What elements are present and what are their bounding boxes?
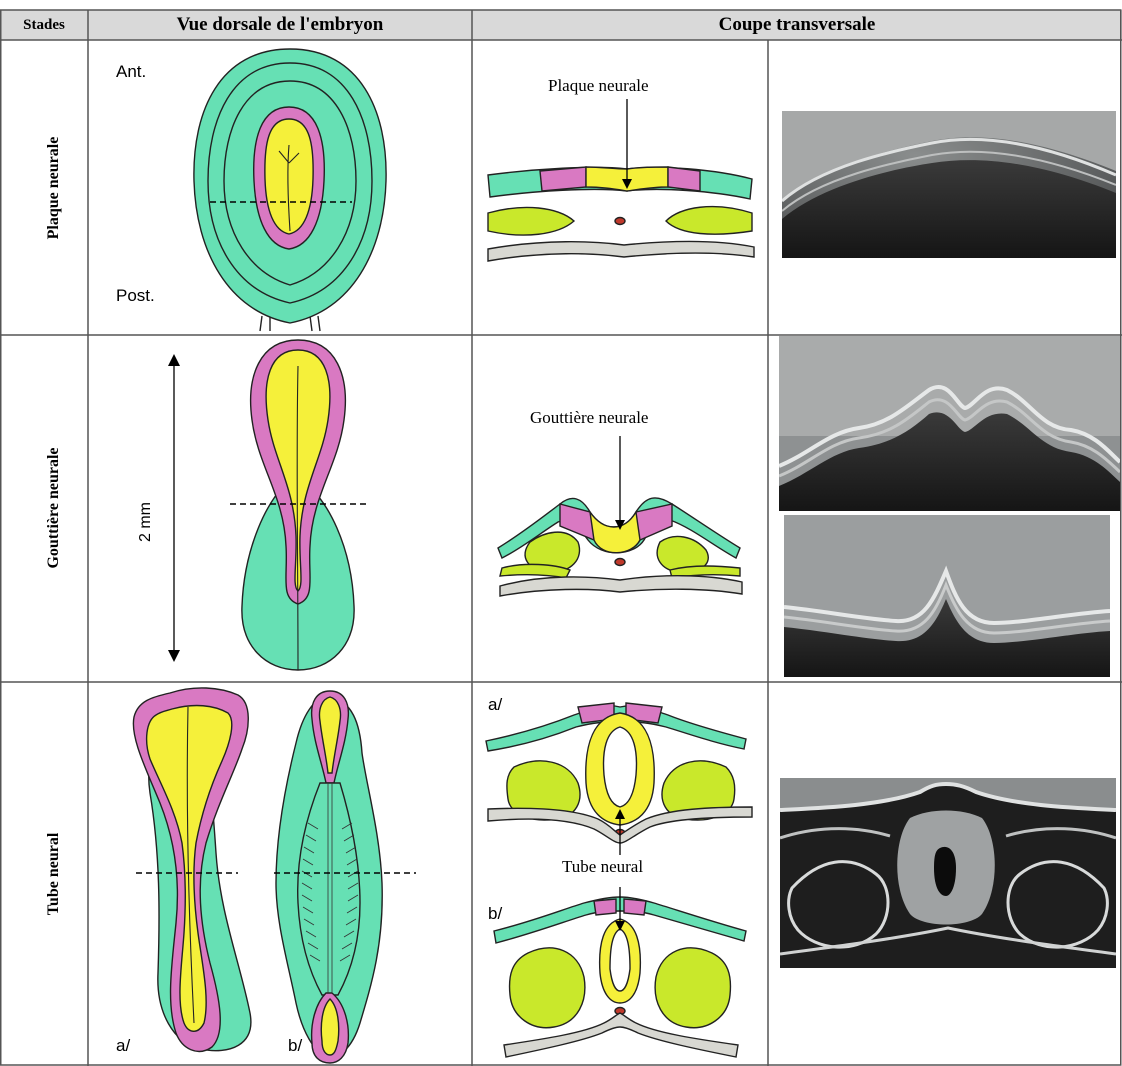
- row-label-neural-groove: Gouttière neurale: [45, 447, 63, 568]
- plate-callout: Plaque neurale: [548, 76, 649, 96]
- scale-bar-label: 2 mm: [137, 502, 155, 542]
- neural-groove-photo-2: [784, 515, 1110, 677]
- neural-tube-dorsal-drawing: [90, 683, 470, 1065]
- anterior-label: Ant.: [116, 62, 146, 82]
- groove-callout: Gouttière neurale: [530, 408, 648, 428]
- header-dorsal-view: Vue dorsale de l'embryon: [88, 10, 472, 40]
- neural-groove-section-drawing: [474, 336, 766, 681]
- header-stages: Stades: [0, 10, 88, 40]
- posterior-label: Post.: [116, 286, 155, 306]
- section-sub-a: a/: [488, 695, 502, 715]
- tube-callout: Tube neural: [560, 857, 645, 877]
- neural-plate-photo: [782, 111, 1116, 258]
- neural-groove-photo-1: [779, 336, 1120, 511]
- neural-tube-photo: [780, 778, 1116, 968]
- dorsal-sub-b: b/: [288, 1036, 302, 1056]
- row-label-neural-tube: Tube neural: [45, 833, 63, 916]
- dorsal-sub-a: a/: [116, 1036, 130, 1056]
- section-sub-b: b/: [488, 904, 502, 924]
- row-label-neural-plate: Plaque neurale: [45, 137, 63, 240]
- header-cross-section: Coupe transversale: [472, 10, 1122, 40]
